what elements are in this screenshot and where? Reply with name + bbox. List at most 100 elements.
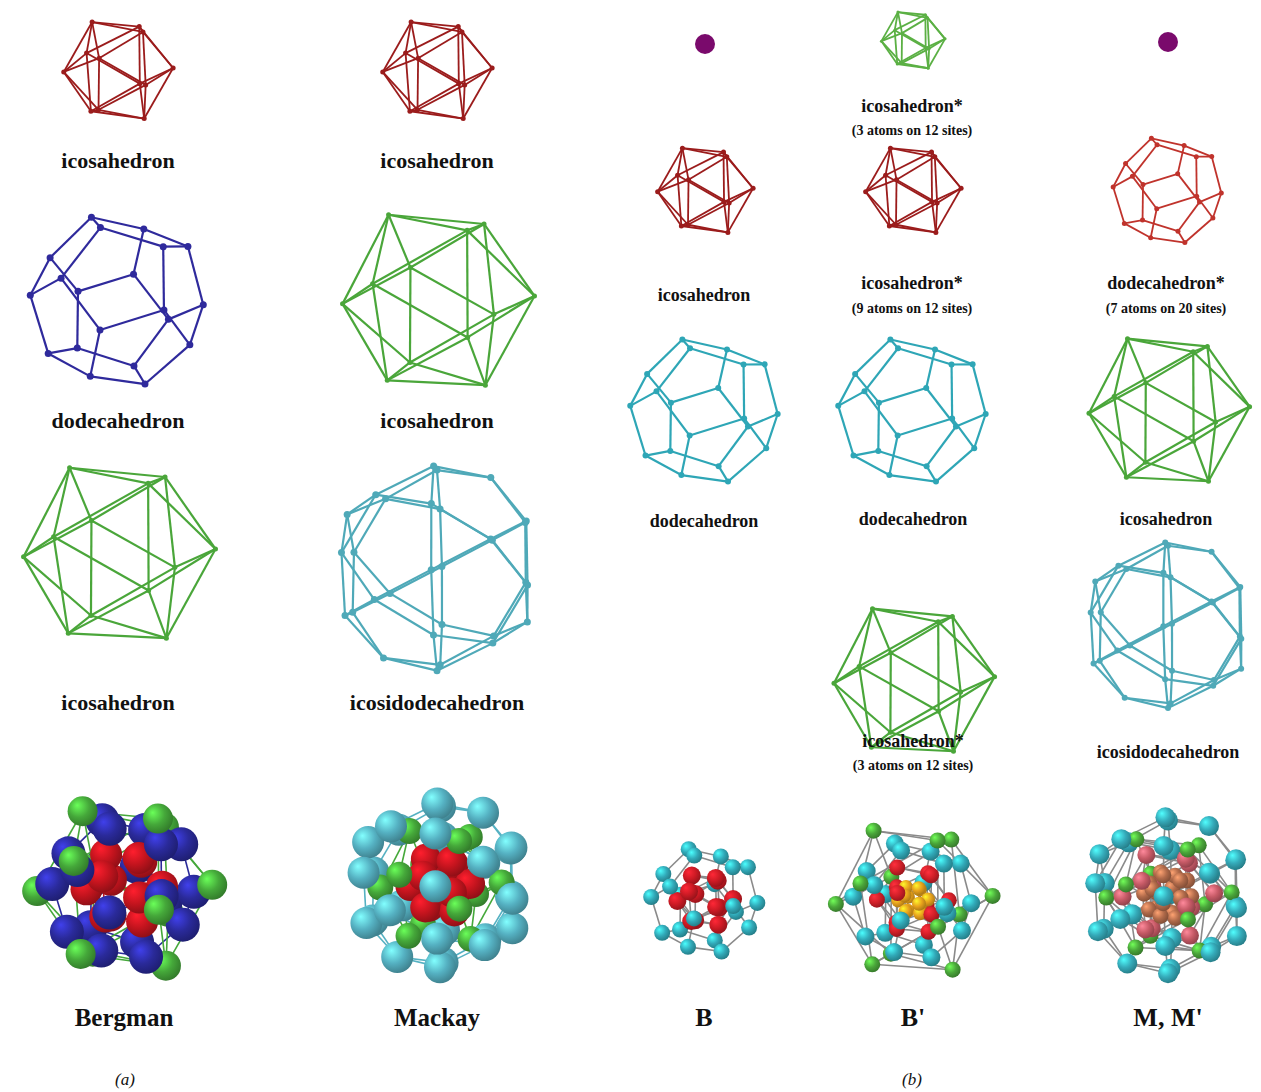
polyhedron-edge bbox=[418, 110, 464, 119]
polyhedron-edge bbox=[682, 148, 688, 180]
polyhedron-vertex bbox=[1206, 479, 1211, 484]
atomic-cluster bbox=[348, 787, 529, 983]
polyhedron-vertex bbox=[727, 201, 732, 206]
polyhedron-edge bbox=[1145, 462, 1208, 481]
atom-sphere bbox=[93, 812, 127, 846]
polyhedron-edge bbox=[1211, 601, 1241, 638]
polyhedron-vertex bbox=[983, 411, 989, 417]
polyhedron-vertex bbox=[438, 563, 445, 570]
polyhedron-edge bbox=[143, 32, 146, 85]
polyhedron-edge bbox=[1126, 138, 1152, 163]
polyhedron-edge bbox=[390, 593, 442, 624]
atom-sphere bbox=[662, 879, 678, 895]
polyhedron-edge bbox=[1165, 679, 1213, 686]
polyhedron-vertex bbox=[936, 619, 941, 624]
polyhedron-edge bbox=[881, 30, 894, 41]
polyhedron-edge bbox=[724, 202, 728, 232]
polyhedron-edge bbox=[1091, 613, 1094, 664]
polyhedron-vertex bbox=[896, 62, 899, 65]
polyhedron-vertex bbox=[415, 107, 420, 112]
polyhedron-edge bbox=[678, 175, 724, 202]
polyhedron-vertex bbox=[1124, 475, 1129, 480]
polyhedron-edge bbox=[926, 48, 929, 68]
atom-sphere bbox=[828, 896, 844, 912]
polyhedron-edge bbox=[431, 466, 433, 504]
cluster-name: M, M' bbox=[1133, 1004, 1202, 1033]
polyhedron-edge bbox=[646, 451, 671, 456]
polyhedron-edge bbox=[688, 203, 729, 225]
polyhedron-vertex bbox=[141, 381, 148, 388]
occupancy-note: (3 atoms on 12 sites) bbox=[852, 123, 973, 138]
polyhedron-vertex bbox=[372, 491, 379, 498]
polyhedron-edge bbox=[1114, 396, 1126, 477]
polyhedron-vertex bbox=[887, 336, 893, 342]
polyhedron-vertex bbox=[924, 46, 927, 49]
polyhedron-vertex bbox=[851, 453, 857, 459]
polyhedron-edge bbox=[872, 609, 890, 653]
polyhedron-edge bbox=[690, 418, 745, 435]
polyhedron-vertex bbox=[936, 709, 941, 714]
polyhedron-vertex bbox=[459, 29, 464, 34]
polyhedron-edge bbox=[1126, 546, 1168, 569]
polyhedron-edge bbox=[890, 148, 896, 180]
polyhedron-vertex bbox=[900, 62, 903, 65]
polyhedron-edge bbox=[1089, 396, 1114, 413]
shell-name: icosahedron bbox=[658, 286, 751, 306]
polyhedron-vertex bbox=[1143, 460, 1148, 465]
polyhedron-edge bbox=[376, 466, 434, 495]
polyhedron-vertex bbox=[462, 82, 467, 87]
polyhedron-vertex bbox=[1191, 439, 1196, 444]
polyhedron-vertex bbox=[524, 582, 531, 589]
polyhedron-edge bbox=[670, 451, 718, 466]
polyhedron-vertex bbox=[163, 474, 168, 479]
polyhedron-edge bbox=[669, 403, 672, 451]
polyhedron-edge bbox=[1211, 587, 1240, 601]
polyhedron-edge bbox=[728, 188, 753, 232]
polyhedron-edge bbox=[630, 391, 656, 405]
polyhedron-vertex bbox=[1148, 235, 1153, 240]
polyhedron-vertex bbox=[140, 29, 145, 34]
polyhedron-vertex bbox=[675, 173, 680, 178]
polyhedron-edge bbox=[838, 406, 853, 456]
atom-sphere bbox=[1205, 884, 1223, 902]
polyhedron-vertex bbox=[1097, 658, 1103, 664]
polyhedron-edge bbox=[134, 229, 144, 274]
polyhedron-vertex bbox=[724, 154, 729, 159]
polyhedron-edge bbox=[30, 278, 61, 295]
polyhedron-vertex bbox=[434, 667, 441, 674]
polyhedron-edge bbox=[77, 348, 134, 366]
polyhedron-edge bbox=[343, 284, 373, 304]
polyhedron-edge bbox=[411, 22, 418, 58]
polyhedron-edge bbox=[889, 653, 892, 732]
polyhedron-edge bbox=[1114, 396, 1193, 441]
atom-sphere bbox=[1111, 829, 1131, 849]
atom-sphere bbox=[1199, 863, 1219, 883]
polyhedron-edge bbox=[492, 522, 525, 540]
polyhedron-vertex bbox=[1111, 184, 1116, 189]
polyhedron-vertex bbox=[403, 51, 408, 56]
polyhedron-edge bbox=[1200, 193, 1222, 202]
polyhedron-vertex bbox=[370, 281, 375, 286]
polyhedron-vertex bbox=[61, 69, 66, 74]
polyhedron-edge bbox=[1144, 383, 1147, 462]
polyhedron-vertex bbox=[716, 463, 722, 469]
polyhedron-edge bbox=[1151, 238, 1185, 243]
polyhedron-vertex bbox=[87, 373, 94, 380]
atom-sphere bbox=[912, 881, 926, 895]
polyhedron-edge bbox=[1162, 573, 1164, 626]
atom-sphere bbox=[1180, 911, 1196, 927]
polyhedron-vertex bbox=[1209, 549, 1215, 555]
atom-sphere bbox=[922, 948, 940, 966]
atom-sphere bbox=[66, 939, 96, 969]
polyhedron-vertex bbox=[1182, 240, 1187, 245]
polyhedron-edge bbox=[143, 32, 173, 68]
polyhedron-vertex bbox=[724, 346, 730, 352]
polyhedron-edge bbox=[901, 33, 903, 63]
polyhedron-edge bbox=[148, 483, 215, 549]
atom-sphere bbox=[856, 927, 874, 945]
polyhedron-edge bbox=[138, 27, 140, 84]
polyhedron-vertex bbox=[655, 189, 660, 194]
polyhedron-edge bbox=[897, 48, 925, 64]
polyhedron-edge bbox=[92, 22, 143, 32]
atom-sphere bbox=[725, 898, 741, 914]
